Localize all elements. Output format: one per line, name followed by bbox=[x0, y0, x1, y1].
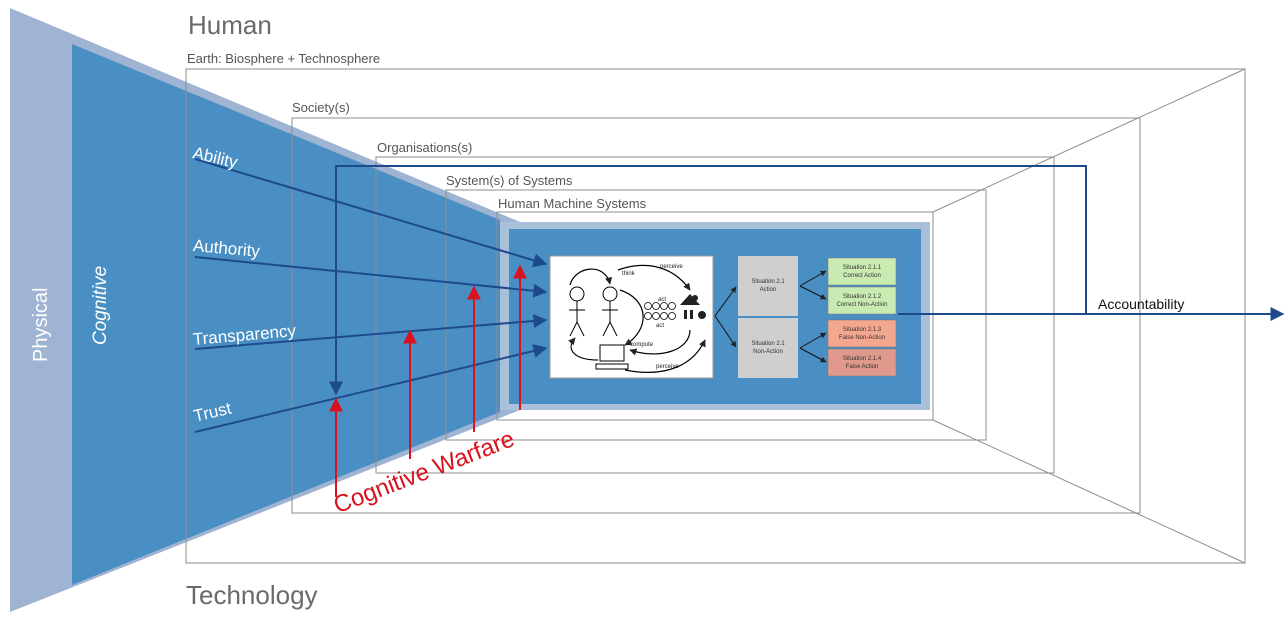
ooda-think-label: think bbox=[622, 271, 636, 277]
cognitive-domain-label: Cognitive bbox=[90, 265, 111, 345]
accountability-label: Accountability bbox=[1098, 296, 1185, 312]
environment-icon bbox=[680, 294, 706, 319]
frame-society bbox=[291, 117, 1141, 514]
warfare-arrows bbox=[329, 264, 527, 497]
technology-label: Technology bbox=[186, 580, 318, 610]
ooda-box: think perceive act act compute perceive bbox=[549, 255, 714, 379]
trust-arrow bbox=[194, 344, 548, 433]
ooda-perceive-bottom-label: perceive bbox=[656, 364, 679, 370]
outcome-false-action-box bbox=[827, 348, 897, 377]
situation-branch-arrows bbox=[714, 270, 827, 363]
layer-society-label: Society(s) bbox=[292, 100, 350, 115]
ooda-loop-arrows bbox=[568, 264, 706, 373]
layer-frames bbox=[185, 68, 1246, 564]
authority-arrow bbox=[194, 256, 548, 298]
accountability-loop bbox=[329, 165, 1285, 396]
layer-systems-label: System(s) of Systems bbox=[446, 173, 573, 188]
ooda-perceive-top-label: perceive bbox=[660, 264, 683, 270]
outcome-false-non-action-box bbox=[827, 319, 897, 348]
physical-domain-label: Physical bbox=[30, 287, 52, 362]
cognitive-domain-wedge bbox=[72, 44, 500, 585]
transparency-arrow bbox=[194, 314, 548, 350]
factor-arrows bbox=[194, 158, 548, 433]
computer-icon bbox=[595, 344, 629, 370]
layer-hms-label: Human Machine Systems bbox=[498, 196, 647, 211]
ooda-act-top-label: act bbox=[658, 297, 666, 303]
human-figure-icon bbox=[569, 286, 585, 337]
human-figure-icon bbox=[602, 286, 618, 337]
situation-action-box bbox=[738, 256, 798, 316]
frame-hms bbox=[496, 211, 934, 421]
outcome-correct-non-action-box bbox=[827, 286, 897, 315]
layer-earth-label: Earth: Biosphere + Technosphere bbox=[187, 51, 381, 66]
ability-arrow bbox=[194, 158, 548, 268]
frame-earth bbox=[185, 68, 1246, 564]
ooda-compute-label: compute bbox=[630, 342, 654, 348]
situation-non-action-box bbox=[738, 318, 798, 378]
ooda-glyphs bbox=[644, 302, 676, 320]
layer-organisations-label: Organisations(s) bbox=[377, 140, 473, 155]
ooda-act-bottom-label: act bbox=[656, 323, 664, 329]
human-label: Human bbox=[188, 10, 272, 40]
outcome-correct-action-box bbox=[827, 257, 897, 286]
